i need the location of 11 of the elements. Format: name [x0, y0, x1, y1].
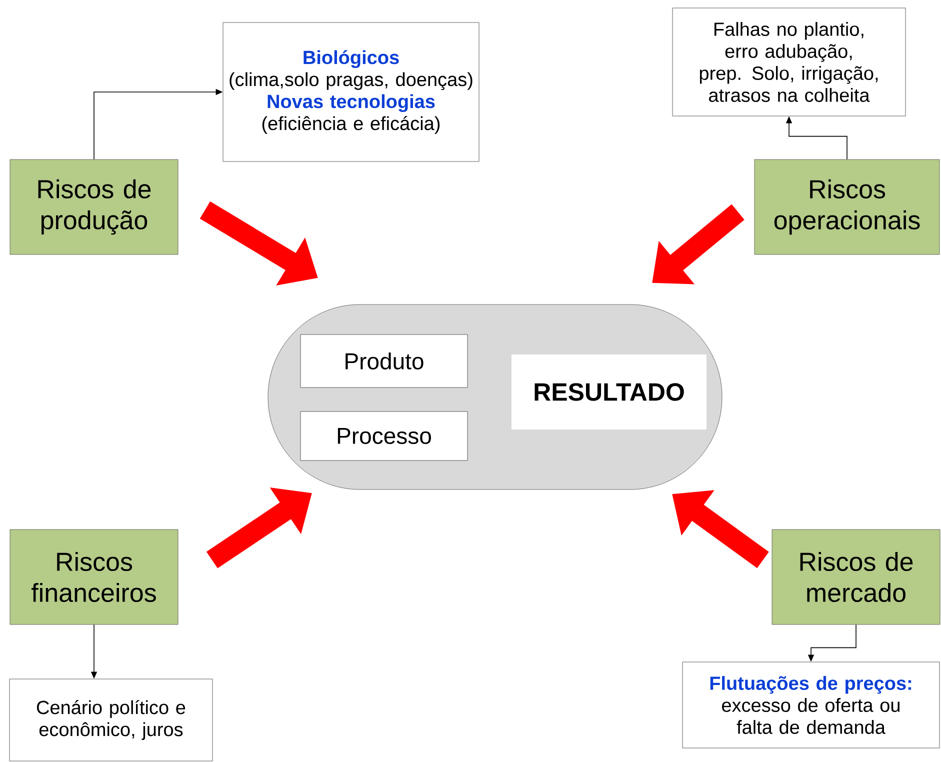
note-box: Cenário político e econômico, juros — [9, 678, 213, 762]
risk-box: Riscos de mercado — [772, 529, 940, 625]
note-box: Falhas no plantio, erro adubação, prep. Solo, irrigação, atrasos na colheita — [672, 8, 906, 116]
result-box: RESULTADO — [512, 354, 707, 430]
risk-box: Riscos financeiros — [10, 529, 178, 625]
note-box: Biológicos (clima,solo pragas, doenças) Novas tecnologias (eficiência e eficácia) — [222, 22, 480, 162]
risk-box: Riscos de produção — [10, 159, 178, 255]
inner-box: Produto — [300, 334, 468, 388]
note-box: Flutuações de preços: excesso de oferta ou falta de demanda — [682, 662, 940, 748]
inner-box: Processo — [300, 411, 468, 461]
risk-box: Riscos operacionais — [754, 159, 940, 255]
